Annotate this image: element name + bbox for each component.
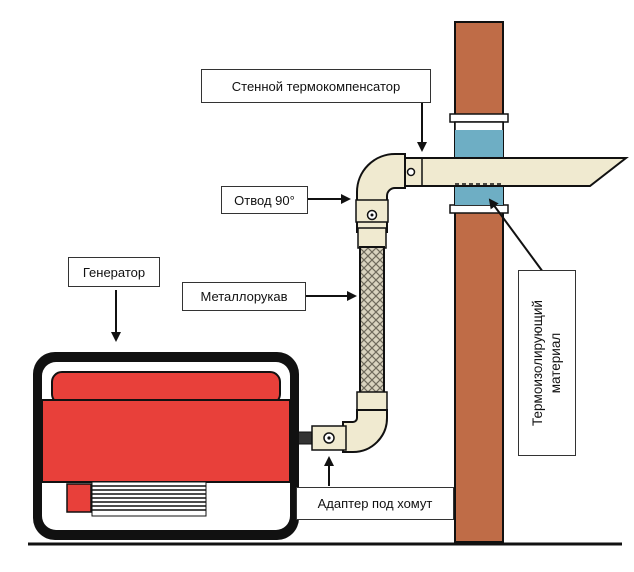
wall (454, 21, 504, 543)
label-wall-compensator: Стенной термокомпенсатор (201, 69, 431, 103)
label-insulation-line2: материал (548, 332, 563, 394)
insulation-material (455, 130, 503, 158)
hose-clamp-adapter (297, 425, 347, 451)
generator-vent-grille (91, 481, 207, 517)
bolt-icon (406, 167, 416, 177)
generator (33, 352, 299, 540)
label-elbow: Отвод 90° (221, 186, 308, 214)
generator-control-panel (66, 483, 92, 513)
wall-pipe (403, 157, 629, 187)
label-insulation-material: Термоизолирующий материал (518, 270, 576, 456)
label-generator: Генератор (68, 257, 160, 287)
label-insulation-text: Термоизолирующий материал (529, 300, 565, 426)
lower-elbow (342, 391, 388, 453)
metal-hose (359, 246, 385, 394)
elbow-90 (355, 153, 406, 249)
label-adapter: Адаптер под хомут (296, 487, 454, 520)
label-metal-hose: Металлорукав (182, 282, 306, 311)
label-insulation-line1: Термоизолирующий (530, 300, 545, 426)
arrow-insulation (488, 198, 544, 273)
